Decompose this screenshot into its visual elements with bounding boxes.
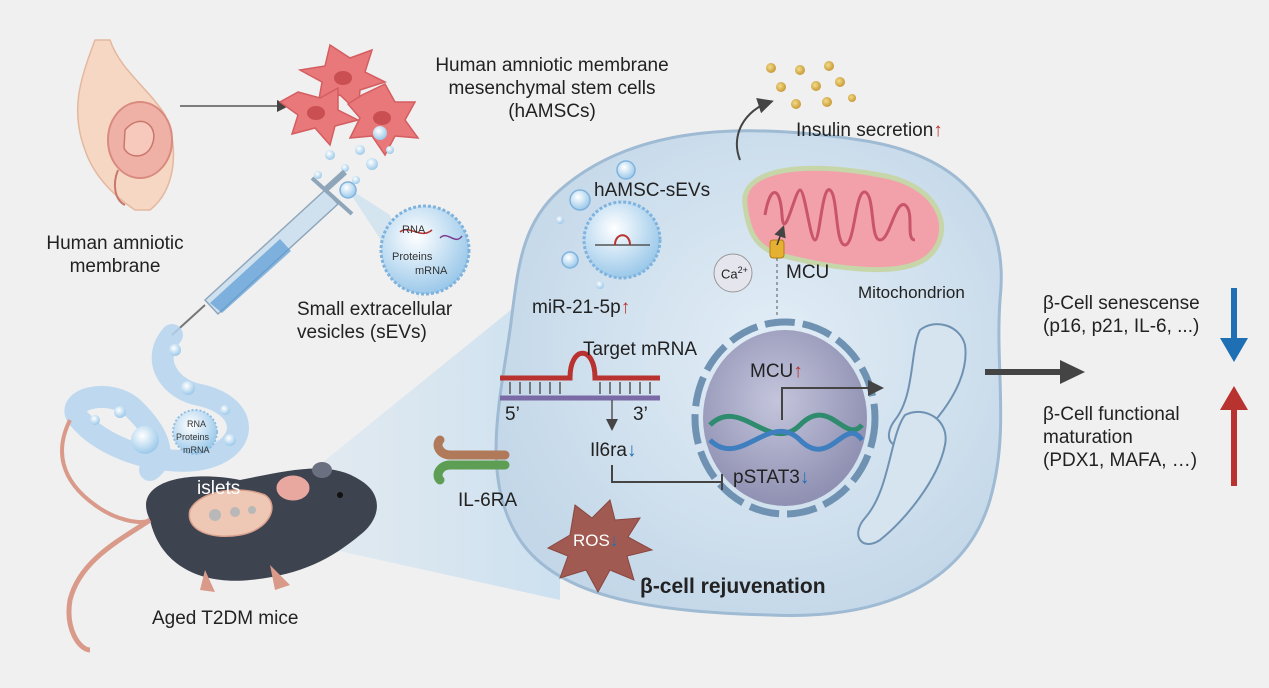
pstat3-text: pSTAT3 bbox=[733, 467, 800, 488]
senescence-down-arrow bbox=[1220, 288, 1248, 362]
mir-label: miR-21-5p↑ bbox=[532, 297, 630, 320]
three-prime-label: 3’ bbox=[633, 404, 648, 425]
amniotic-line2: membrane bbox=[69, 255, 161, 277]
stream-vesicle-mrna-label: mRNA bbox=[183, 445, 210, 455]
mir-up-arrow: ↑ bbox=[620, 297, 631, 318]
mcu-channel-label: MCU bbox=[786, 262, 830, 283]
maturation-up-arrow bbox=[1220, 386, 1248, 486]
calcium-label: Ca2+ bbox=[721, 265, 748, 282]
vesicle-proteins-label: Proteins bbox=[392, 251, 433, 263]
il6ra-gene-text: Il6ra bbox=[590, 440, 627, 461]
insulin-secretion-label: Insulin secretion↑ bbox=[796, 120, 943, 143]
mcu-up-arrow: ↑ bbox=[793, 361, 803, 382]
insulin-up-arrow: ↑ bbox=[933, 120, 943, 141]
insulin-granules bbox=[766, 61, 856, 109]
calcium-charge: 2+ bbox=[737, 265, 748, 275]
outcome-arrowhead bbox=[1060, 360, 1085, 384]
mcu-transcription-arrow bbox=[781, 380, 884, 420]
amniotic-membrane-label: Human amniotic membrane bbox=[30, 233, 200, 279]
stream-bubbles bbox=[90, 344, 236, 454]
islets-label: islets bbox=[197, 478, 241, 499]
injection-stream bbox=[64, 324, 249, 481]
maturation-label: β-Cell functional maturation (PDX1, MAFA… bbox=[1043, 404, 1197, 472]
hamsc-title: Human amniotic membrane mesenchymal stem… bbox=[402, 55, 702, 123]
senescence-line2: (p16, p21, IL-6, ...) bbox=[1043, 315, 1200, 337]
mcu-nucleus-label: MCU↑ bbox=[750, 361, 803, 384]
sev-line1: Small extracellular bbox=[297, 299, 453, 320]
il6ra-down-arrow: ↓ bbox=[626, 440, 637, 461]
endoplasmic-reticulum bbox=[857, 323, 967, 546]
sev-illustration bbox=[339, 181, 471, 296]
senescence-line1: β-Cell senescense bbox=[1043, 293, 1200, 314]
sev-line2: vesicles (sEVs) bbox=[297, 321, 427, 343]
secreted-vesicles bbox=[314, 126, 394, 184]
mir-text: miR-21-5p bbox=[532, 297, 621, 318]
mcu-nucleus-text: MCU bbox=[750, 361, 794, 382]
calcium-text: Ca bbox=[721, 266, 738, 282]
mouse-caption: Aged T2DM mice bbox=[152, 608, 299, 629]
stream-vesicle bbox=[172, 409, 218, 455]
hamsc-cells-illustration bbox=[278, 43, 420, 157]
vesicle-rna-label: RNA bbox=[402, 224, 426, 236]
hamsc-sevs-label: hAMSC-sEVs bbox=[594, 180, 711, 201]
nucleus bbox=[691, 318, 879, 518]
five-prime-label: 5’ bbox=[505, 404, 520, 425]
calcium-ion bbox=[713, 253, 753, 293]
il6ra-receptor-icon bbox=[433, 435, 510, 485]
sev-label: Small extracellular vesicles (sEVs) bbox=[297, 299, 452, 345]
maturation-line3: (PDX1, MAFA, …) bbox=[1043, 449, 1198, 471]
exocytosis-arrow bbox=[735, 98, 774, 161]
insulin-text: Insulin secretion bbox=[796, 120, 934, 141]
maturation-line1: β-Cell functional bbox=[1043, 404, 1180, 425]
pregnant-woman-illustration bbox=[76, 39, 175, 211]
target-mrna-label: Target mRNA bbox=[583, 339, 698, 360]
il6ra-to-pstat3-link bbox=[611, 465, 722, 483]
hamsc-title-line1: Human amniotic membrane bbox=[435, 55, 669, 76]
vesicle-mrna-label: mRNA bbox=[415, 265, 448, 277]
senescence-label: β-Cell senescense (p16, p21, IL-6, ...) bbox=[1043, 293, 1200, 339]
ros-label: ROS↓ bbox=[573, 531, 618, 551]
amniotic-line1: Human amniotic bbox=[46, 233, 184, 254]
target-mrna-strand bbox=[500, 350, 660, 431]
sevs-in-cell bbox=[556, 160, 662, 289]
stream-vesicle-rna-label: RNA bbox=[187, 419, 207, 429]
mouse-illustration bbox=[60, 419, 377, 653]
maturation-line2: maturation bbox=[1043, 426, 1133, 448]
il6ra-gene-label: Il6ra↓ bbox=[590, 440, 636, 463]
hamsc-title-line3: (hAMSCs) bbox=[508, 100, 596, 122]
rejuvenation-label: β-cell rejuvenation bbox=[640, 575, 826, 598]
mitochondrion-label: Mitochondrion bbox=[858, 283, 965, 302]
ros-text: ROS bbox=[573, 531, 610, 550]
mcu-channel bbox=[769, 225, 786, 315]
stream-vesicle-proteins-label: Proteins bbox=[176, 432, 210, 442]
ros-down-arrow: ↓ bbox=[609, 531, 619, 550]
pstat3-label: pSTAT3↓ bbox=[733, 467, 809, 490]
ros-star bbox=[546, 499, 654, 594]
pstat3-down-arrow: ↓ bbox=[799, 467, 810, 488]
il6ra-receptor-label: IL-6RA bbox=[458, 490, 518, 511]
hamsc-title-line2: mesenchymal stem cells bbox=[448, 77, 656, 99]
